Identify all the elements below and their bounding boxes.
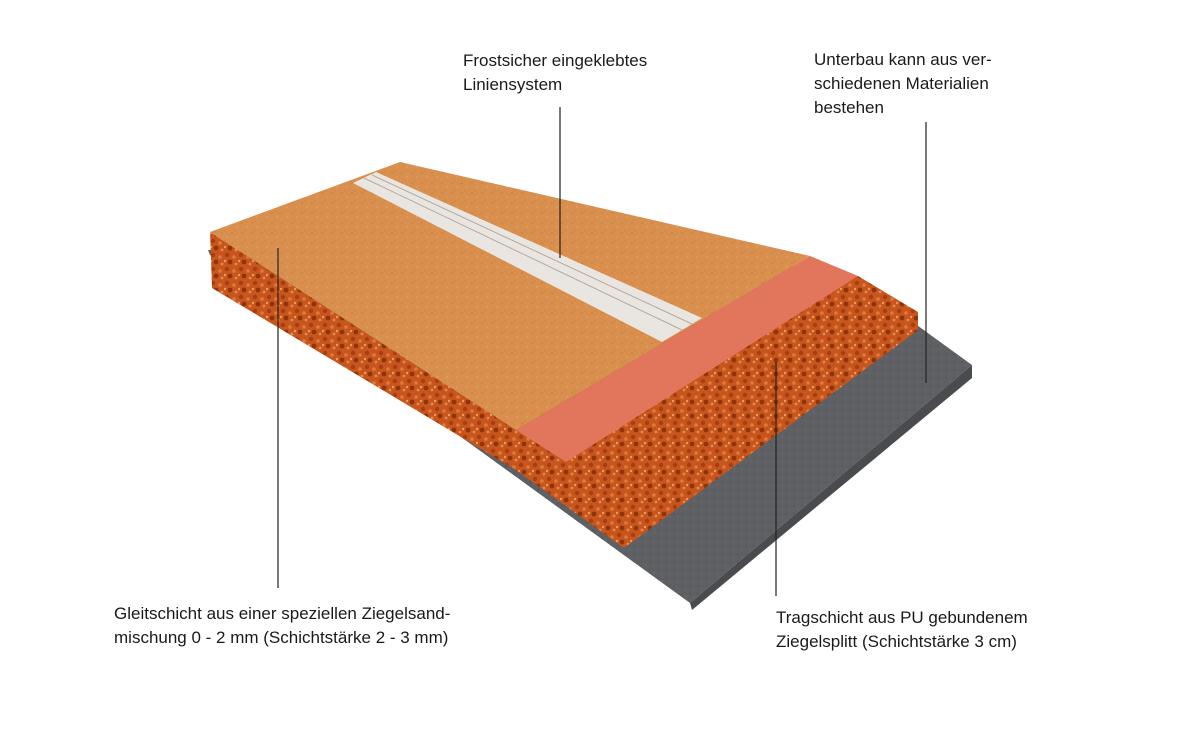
label-subbase-1: Unterbau kann aus ver-	[814, 50, 992, 69]
label-base-layer-2: Ziegelsplitt (Schichtstärke 3 cm)	[776, 632, 1017, 651]
label-base-layer: Tragschicht aus PU gebundenem Ziegelspli…	[776, 606, 1028, 654]
label-line-system: Frostsicher eingeklebtes Liniensystem	[463, 49, 647, 97]
subbase-edge	[690, 365, 972, 610]
label-top-layer-1: Gleitschicht aus einer speziellen Ziegel…	[114, 604, 451, 623]
label-subbase: Unterbau kann aus ver- schiedenen Materi…	[814, 48, 992, 120]
line-tape-grid	[363, 174, 693, 331]
pu-strip	[516, 256, 858, 462]
label-base-layer-1: Tragschicht aus PU gebundenem	[776, 608, 1028, 627]
leader-lines	[277, 107, 927, 596]
label-line-system-1: Frostsicher eingeklebtes	[463, 51, 648, 70]
label-line-system-2: Liniensystem	[463, 75, 563, 94]
label-top-layer-2: mischung 0 - 2 mm (Schichtstärke 2 - 3 m…	[114, 628, 449, 647]
sand-surface	[210, 162, 810, 430]
label-subbase-2: schiedenen Materialien	[814, 74, 989, 93]
base-layer-front-face	[210, 232, 516, 470]
base-layer-right-face	[516, 276, 918, 548]
label-top-layer: Gleitschicht aus einer speziellen Ziegel…	[114, 602, 450, 650]
label-subbase-3: bestehen	[814, 98, 884, 117]
